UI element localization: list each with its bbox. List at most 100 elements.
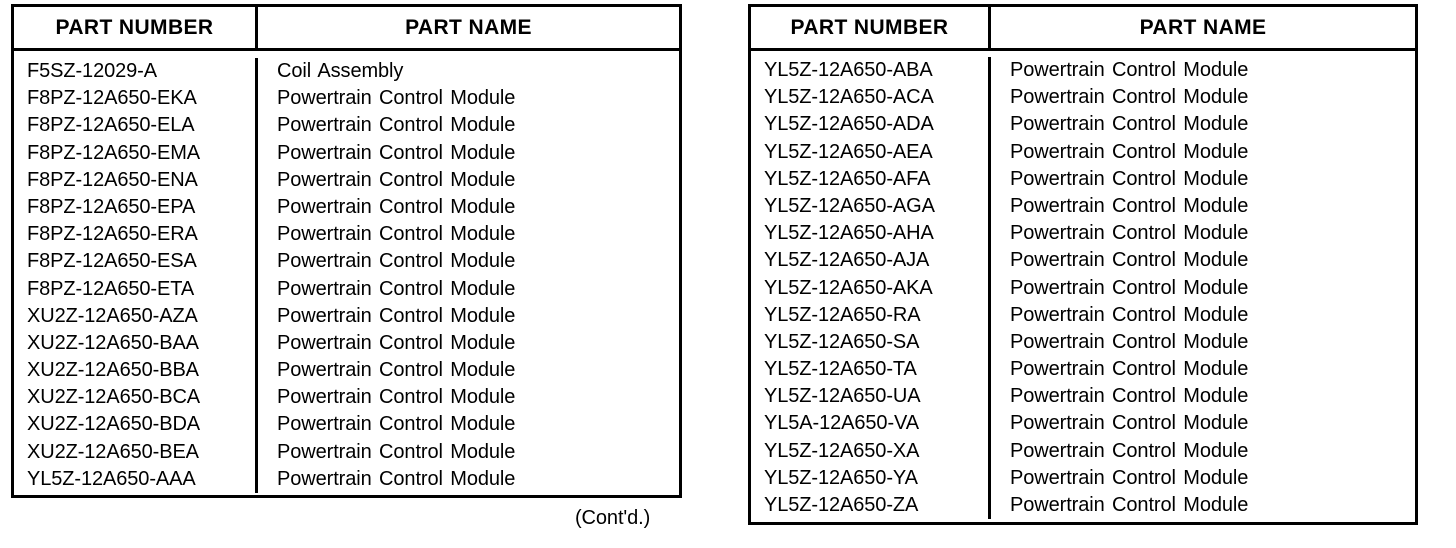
table-row: YL5Z-12A650-UA Powertrain Control Module	[751, 383, 1415, 411]
cell-part-number: F8PZ-12A650-ERA	[14, 221, 258, 249]
cell-part-name: Powertrain Control Module	[277, 386, 516, 409]
cell-part-number: YL5Z-12A650-ADA	[751, 111, 991, 139]
table-row: XU2Z-12A650-BEA Powertrain Control Module	[14, 438, 679, 466]
table-row: YL5Z-12A650-SA Powertrain Control Module	[751, 328, 1415, 357]
cell-part-name: Powertrain Control Module	[1010, 59, 1249, 81]
cell-part-number: YL5Z-12A650-ACA	[751, 84, 991, 112]
cell-part-name: Powertrain Control Module	[277, 168, 516, 191]
cell-part-name: Powertrain Control Module	[277, 87, 516, 110]
cell-part-name: Powertrain Control Module	[1010, 358, 1249, 381]
cell-part-number: YL5Z-12A650-AHA	[751, 220, 991, 248]
table-row: XU2Z-12A650-BAA Powertrain Control Module	[14, 329, 679, 358]
cell-part-number: YL5A-12A650-VA	[751, 410, 991, 438]
cell-part-number: F8PZ-12A650-ENA	[14, 166, 258, 194]
cell-part-name: Powertrain Control Module	[277, 359, 516, 382]
column-header-part-number: PART NUMBER	[14, 7, 258, 48]
cell-part-name: Powertrain Control Module	[277, 467, 516, 490]
table-row: XU2Z-12A650-BCA Powertrain Control Module	[14, 384, 679, 412]
table-row: F8PZ-12A650-ENA Powertrain Control Module	[14, 166, 679, 194]
cell-part-number: YL5Z-12A650-XA	[751, 437, 991, 465]
cell-part-name: Powertrain Control Module	[1010, 466, 1249, 489]
cell-part-number: XU2Z-12A650-BAA	[14, 329, 258, 358]
cell-part-number: F8PZ-12A650-ESA	[14, 248, 258, 276]
cell-part-number: F5SZ-12029-A	[14, 58, 258, 86]
table-row: YL5Z-12A650-ABA Powertrain Control Module	[751, 57, 1415, 85]
cell-part-number: F8PZ-12A650-EPA	[14, 193, 258, 222]
cell-part-number: YL5Z-12A650-AGA	[751, 192, 991, 221]
cell-part-number: YL5Z-12A650-AAA	[14, 465, 258, 493]
cell-part-name: Powertrain Control Module	[277, 304, 516, 327]
table-row: YL5Z-12A650-AGA Powertrain Control Module	[751, 192, 1415, 221]
column-header-part-name: PART NAME	[405, 15, 532, 39]
table-row: XU2Z-12A650-BDA Powertrain Control Module	[14, 411, 679, 439]
table-header-row-right: PART NUMBER PART NAME	[751, 7, 1415, 51]
cell-part-number: YL5Z-12A650-UA	[751, 383, 991, 411]
cell-part-number: YL5Z-12A650-ABA	[751, 57, 991, 85]
cell-part-number: YL5Z-12A650-YA	[751, 464, 991, 492]
cell-part-name: Powertrain Control Module	[1010, 194, 1249, 217]
table-row: YL5Z-12A650-AAA Powertrain Control Module	[14, 465, 679, 493]
cell-part-number: YL5Z-12A650-TA	[751, 356, 991, 384]
cell-part-name: Powertrain Control Module	[277, 223, 516, 246]
continued-note: (Cont'd.)	[575, 507, 651, 529]
cell-part-name: Coil Assembly	[277, 60, 404, 82]
cell-part-name: Powertrain Control Module	[1010, 303, 1249, 326]
cell-part-number: YL5Z-12A650-RA	[751, 301, 991, 329]
cell-part-name: Powertrain Control Module	[277, 331, 516, 354]
cell-part-name: Powertrain Control Module	[277, 250, 516, 273]
cell-part-number: F8PZ-12A650-ETA	[14, 275, 258, 303]
cell-part-name: Powertrain Control Module	[1010, 140, 1249, 163]
table-row: F8PZ-12A650-ERA Powertrain Control Module	[14, 221, 679, 249]
table-row: YL5Z-12A650-TA Powertrain Control Module	[751, 356, 1415, 384]
table-row: YL5Z-12A650-RA Powertrain Control Module	[751, 301, 1415, 329]
cell-part-name: Powertrain Control Module	[1010, 276, 1249, 299]
cell-part-number: XU2Z-12A650-BCA	[14, 384, 258, 412]
cell-part-name: Powertrain Control Module	[1010, 113, 1249, 136]
parts-table-right: PART NUMBER PART NAME YL5Z-12A650-ABA Pow…	[748, 4, 1418, 525]
cell-part-name: Powertrain Control Module	[277, 195, 516, 218]
table-row: YL5Z-12A650-AKA Powertrain Control Module	[751, 274, 1415, 302]
table-header-row-left: PART NUMBER PART NAME	[14, 7, 679, 51]
cell-part-name: Powertrain Control Module	[1010, 249, 1249, 272]
cell-part-name: Powertrain Control Module	[277, 114, 516, 137]
cell-part-name: Powertrain Control Module	[1010, 330, 1249, 353]
table-row: YL5Z-12A650-ACA Powertrain Control Module	[751, 84, 1415, 112]
cell-part-name: Powertrain Control Module	[277, 141, 516, 164]
table-body-right: YL5Z-12A650-ABA Powertrain Control Module…	[751, 51, 1415, 520]
cell-part-name: Powertrain Control Module	[1010, 222, 1249, 245]
cell-part-number: YL5Z-12A650-SA	[751, 328, 991, 357]
table-row: YL5Z-12A650-AFA Powertrain Control Module	[751, 165, 1415, 193]
cell-part-name: Powertrain Control Module	[1010, 412, 1249, 435]
table-row: F8PZ-12A650-ELA Powertrain Control Module	[14, 112, 679, 140]
cell-part-name: Powertrain Control Module	[1010, 167, 1249, 190]
table-row: YL5Z-12A650-AEA Powertrain Control Module	[751, 138, 1415, 166]
cell-part-name: Powertrain Control Module	[1010, 86, 1249, 109]
cell-part-number: YL5Z-12A650-AFA	[751, 165, 991, 193]
column-header-part-number: PART NUMBER	[751, 7, 991, 48]
cell-part-number: XU2Z-12A650-BBA	[14, 357, 258, 385]
table-row: F8PZ-12A650-EPA Powertrain Control Module	[14, 193, 679, 222]
table-row: YL5Z-12A650-ADA Powertrain Control Module	[751, 111, 1415, 139]
parts-table-left: PART NUMBER PART NAME F5SZ-12029-A Coil A…	[11, 4, 682, 498]
cell-part-number: YL5Z-12A650-AEA	[751, 138, 991, 166]
column-header-part-name: PART NAME	[1139, 15, 1267, 39]
cell-part-name: Powertrain Control Module	[277, 413, 516, 436]
table-row: YL5A-12A650-VA Powertrain Control Module	[751, 410, 1415, 438]
cell-part-name: Powertrain Control Module	[277, 440, 516, 463]
table-row: XU2Z-12A650-BBA Powertrain Control Module	[14, 357, 679, 385]
cell-part-name: Powertrain Control Module	[1010, 385, 1249, 408]
cell-part-name: Powertrain Control Module	[1010, 494, 1249, 516]
cell-part-number: F8PZ-12A650-ELA	[14, 112, 258, 140]
cell-part-number: XU2Z-12A650-BDA	[14, 411, 258, 439]
cell-part-number: YL5Z-12A650-AKA	[751, 274, 991, 302]
table-row: F5SZ-12029-A Coil Assembly	[14, 58, 679, 86]
cell-part-number: XU2Z-12A650-BEA	[14, 438, 258, 466]
